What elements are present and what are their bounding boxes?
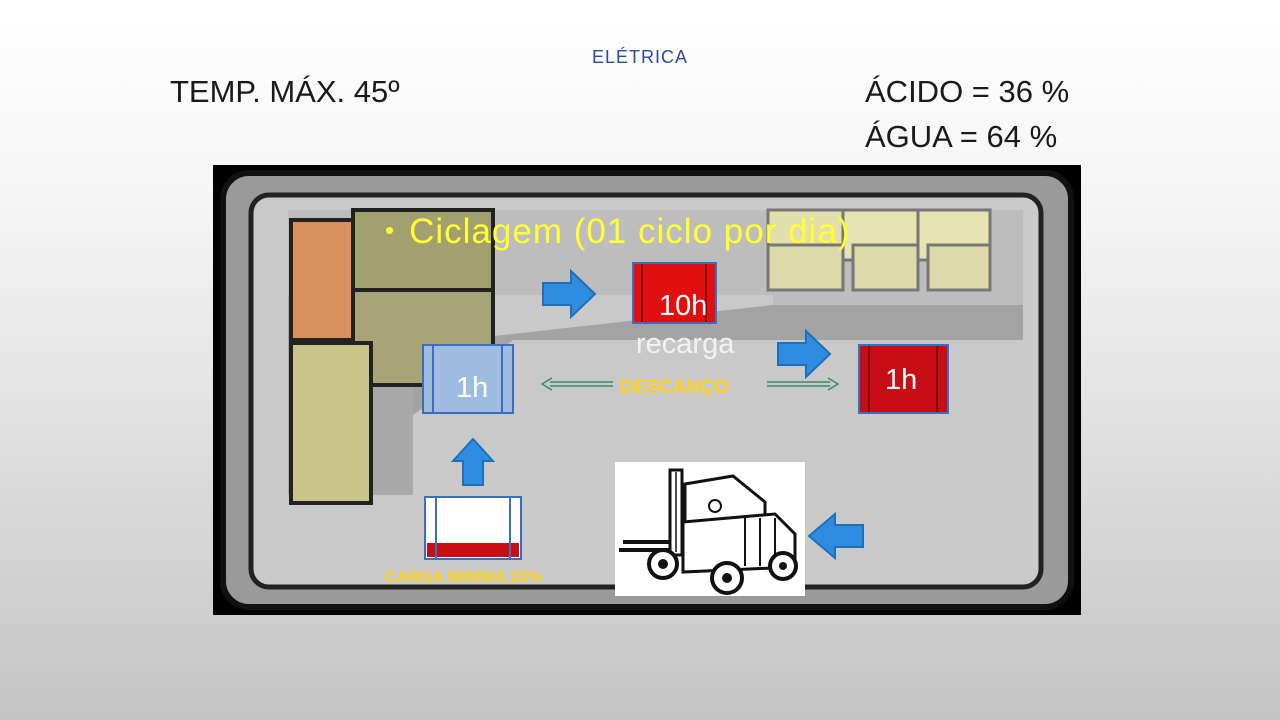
cycle-bullet-text: Ciclagem (01 ciclo por dia) <box>409 212 851 251</box>
cycle-bullet: •Ciclagem (01 ciclo por dia) <box>385 212 851 251</box>
double-arrow-icon <box>540 377 840 391</box>
rest-battery-before <box>422 344 514 414</box>
minimum-charge-label: CARGA MINIMA 20% <box>385 569 543 586</box>
low-charge-battery <box>424 496 522 560</box>
recharge-hours: 10h <box>659 290 708 322</box>
arrow-left-icon <box>807 512 864 560</box>
max-temperature: TEMP. MÁX. 45º <box>170 74 400 109</box>
rest-battery-after <box>858 344 949 414</box>
rest-hours-after: 1h <box>885 364 918 396</box>
forklift-icon <box>615 462 805 596</box>
arrow-up-icon <box>451 437 495 486</box>
rest-label: DESCANÇO <box>620 377 729 398</box>
rest-hours-before: 1h <box>456 372 489 404</box>
acid-percentage: ÁCIDO = 36 % <box>865 74 1070 109</box>
recharge-battery <box>632 262 717 324</box>
water-percentage: ÁGUA = 64 % <box>865 119 1058 154</box>
slide-subtitle: ELÉTRICA <box>591 47 689 67</box>
arrow-right-icon <box>542 269 597 319</box>
recharge-label: recarga <box>636 328 735 360</box>
arrow-right-icon <box>777 329 832 379</box>
